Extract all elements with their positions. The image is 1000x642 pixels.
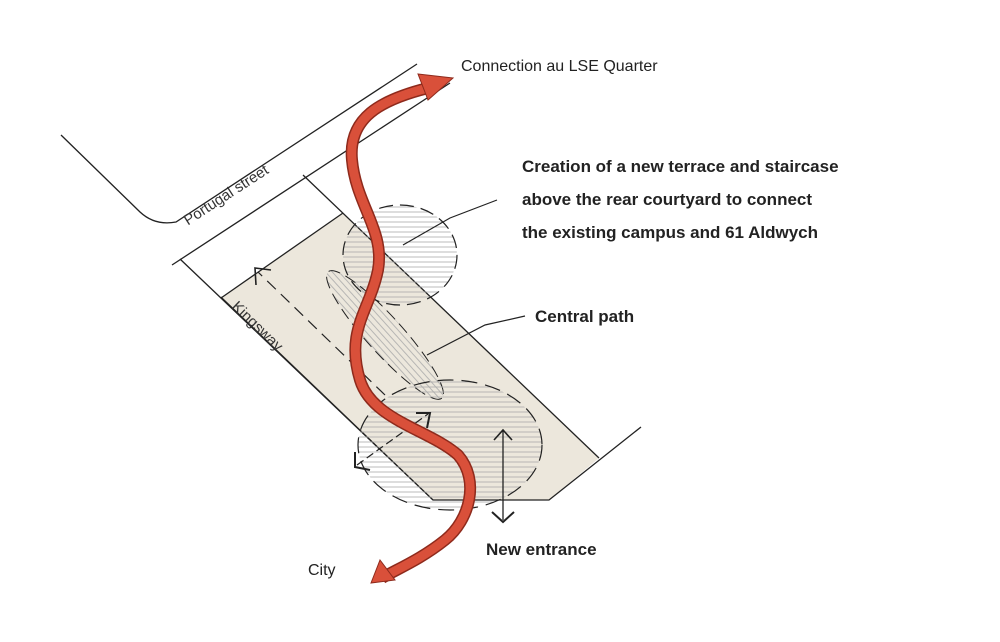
ribbon-arrowhead-top-icon <box>417 73 455 101</box>
block-edge-top <box>220 212 344 299</box>
route-ribbon <box>345 73 477 584</box>
arrowhead-icon <box>493 428 513 441</box>
dashed-arrowhead-icon <box>254 267 272 286</box>
ribbon-arrowhead-bottom-icon <box>370 558 396 584</box>
terrace-annotation-line: the existing campus and 61 Aldwych <box>522 223 819 242</box>
terrace-annotation-line: above the rear courtyard to connect <box>522 190 813 209</box>
terrace-annotation: Creation of a new terrace and staircase … <box>522 150 839 249</box>
arrowhead-icon <box>491 511 515 524</box>
new-entrance-label: New entrance <box>486 540 597 559</box>
lse-connection-label: Connection au LSE Quarter <box>461 58 658 75</box>
central-path-label: Central path <box>535 307 635 326</box>
street-edge-portugal <box>171 82 451 266</box>
arrowhead-icon <box>354 452 371 471</box>
arrowhead-icon <box>416 412 432 429</box>
terrace-annotation-line: Creation of a new terrace and staircase <box>522 157 839 176</box>
central-path-leader-line <box>426 315 526 356</box>
block-edge-right <box>302 174 600 459</box>
terrace-leader-line <box>402 199 498 246</box>
city-label: City <box>308 562 336 579</box>
entrance-double-arrow <box>356 413 429 466</box>
street-edge-top <box>60 63 418 224</box>
